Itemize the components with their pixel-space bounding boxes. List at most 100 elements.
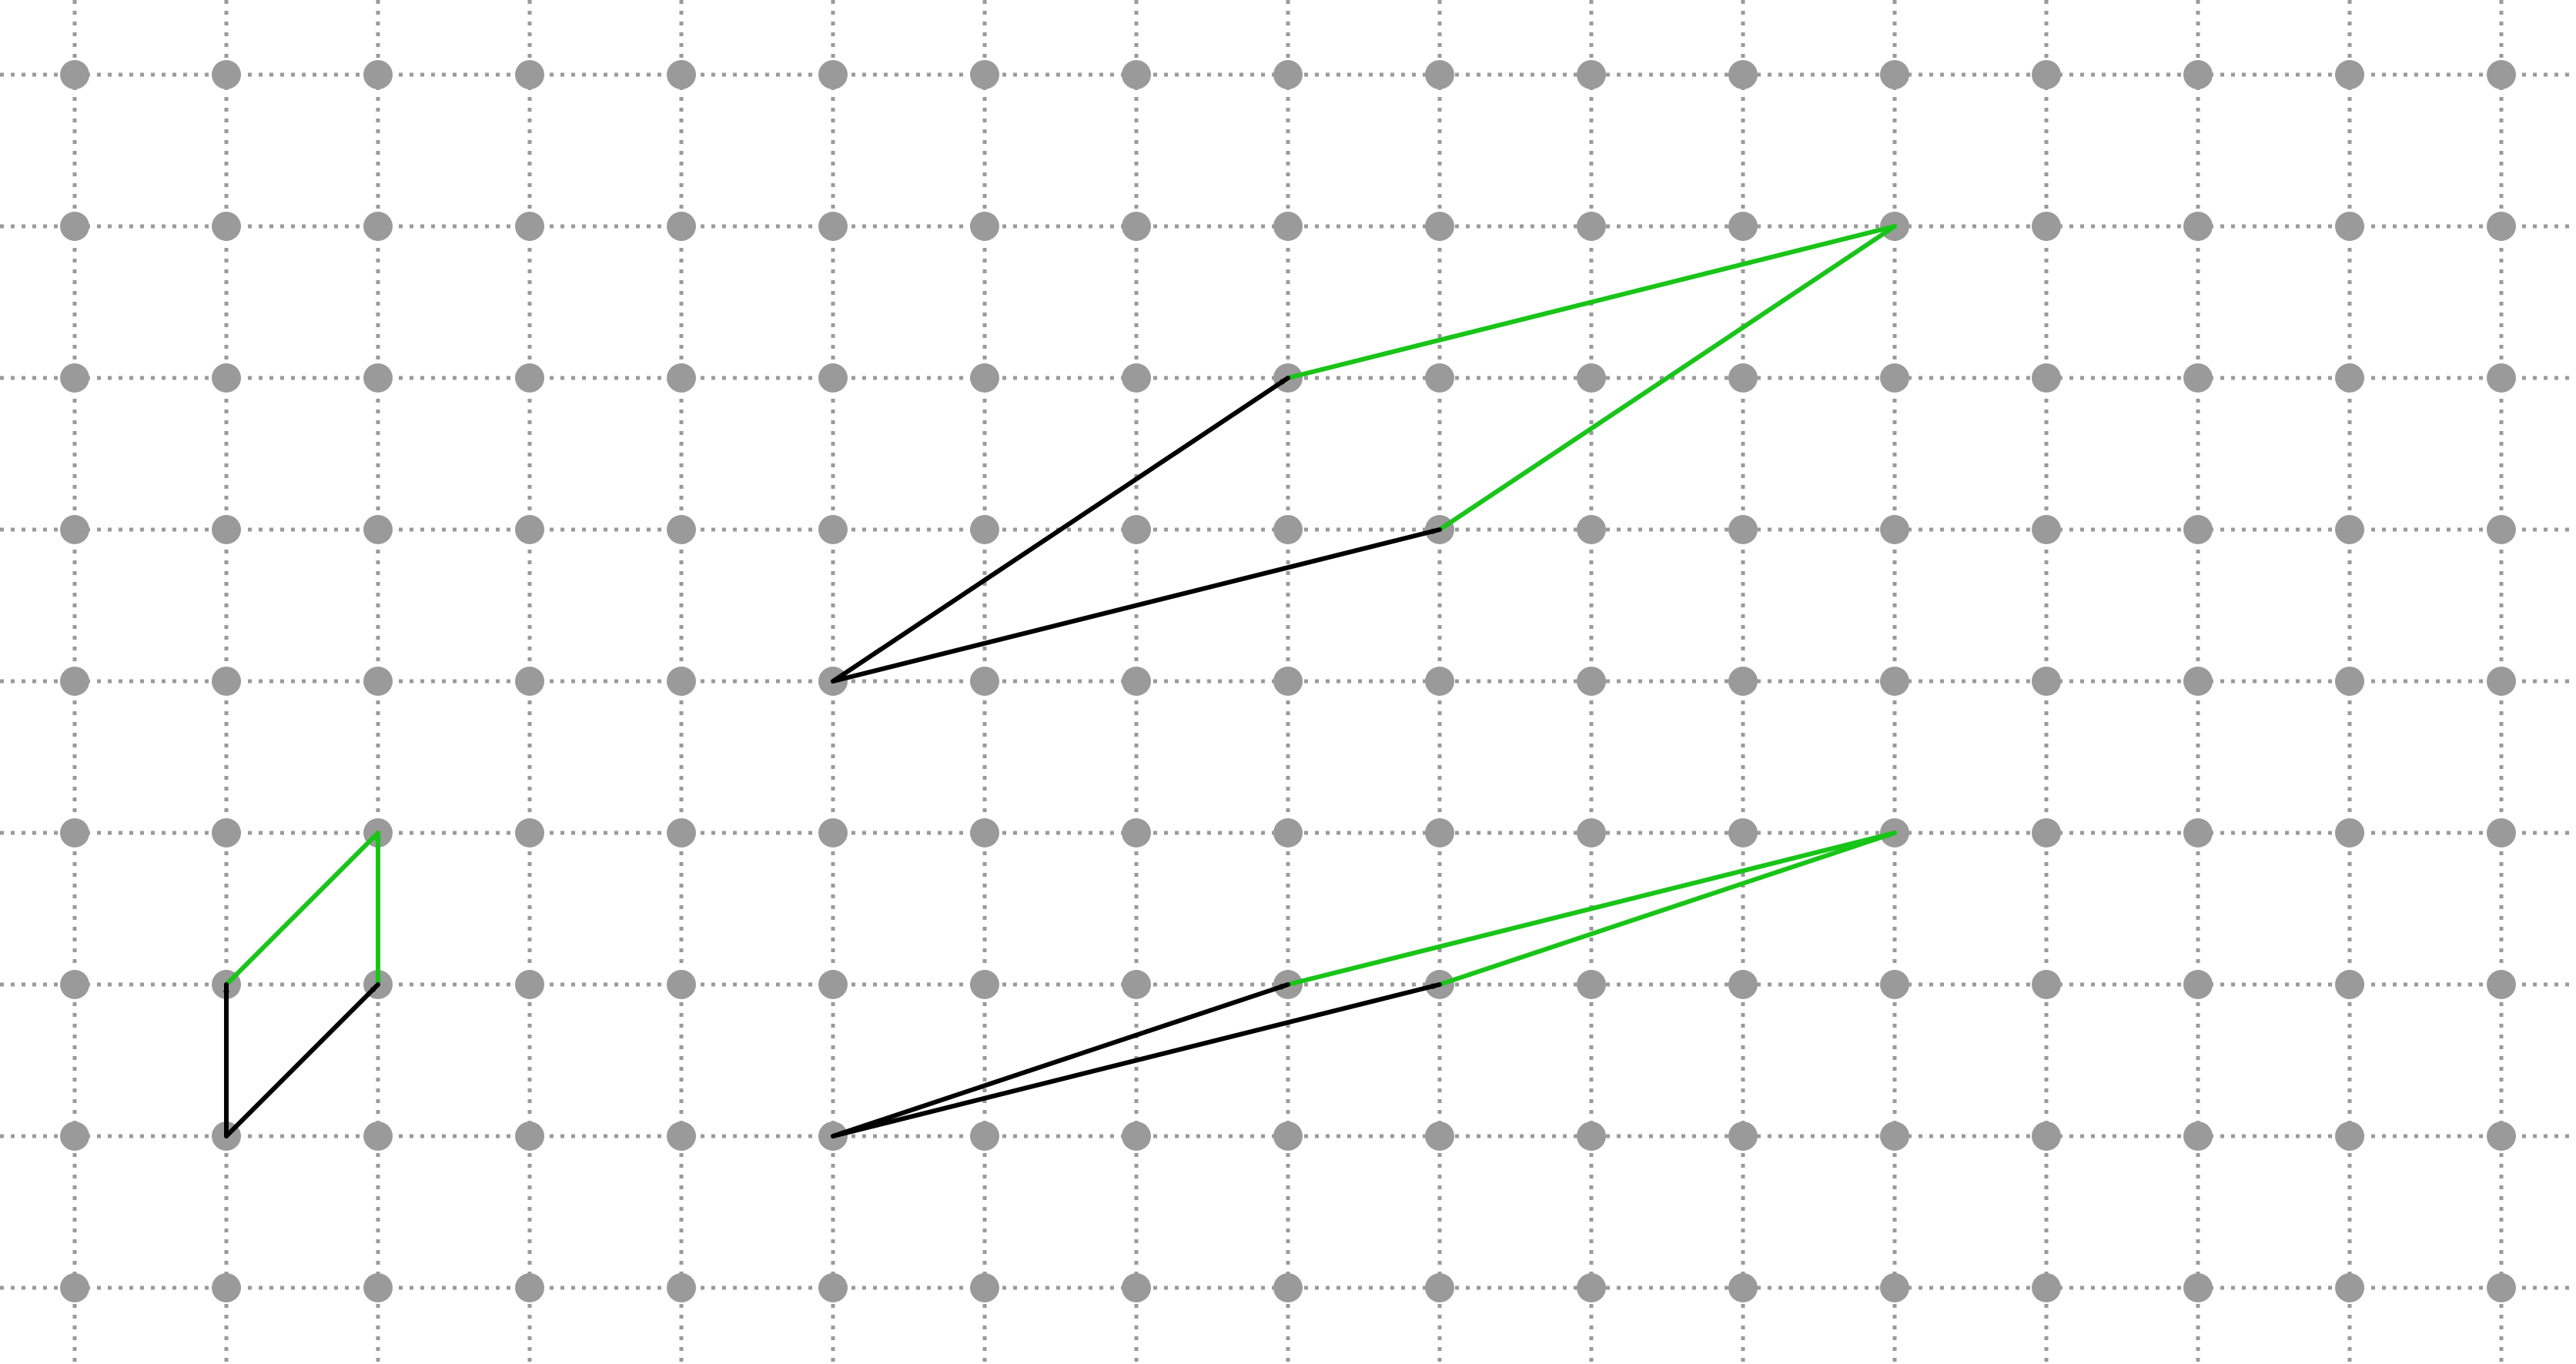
lattice-point <box>1880 1122 1909 1151</box>
lattice-point <box>515 363 544 393</box>
lattice-point <box>2487 60 2516 89</box>
lattice-point <box>1425 1122 1454 1151</box>
lattice-point <box>2335 818 2364 847</box>
lattice-point <box>970 970 999 999</box>
lattice-point <box>60 667 89 696</box>
lattice-point <box>1577 363 1606 393</box>
lattice-point <box>2032 515 2061 544</box>
lattice-point <box>1728 60 1758 89</box>
lattice-point <box>2032 363 2061 393</box>
lattice-point <box>667 212 696 241</box>
lattice-point <box>212 363 241 393</box>
lattice-point <box>515 212 544 241</box>
lattice-point <box>363 212 393 241</box>
lattice-point <box>818 60 848 89</box>
lattice-point <box>60 363 89 393</box>
lattice-point <box>2183 970 2213 999</box>
lattice-point <box>970 515 999 544</box>
lattice-point <box>970 212 999 241</box>
lower-parallelogram-sum-vector <box>1437 831 1897 987</box>
lattice-point <box>363 515 393 544</box>
lattice-point <box>667 363 696 393</box>
lattice-point <box>667 515 696 544</box>
lattice-point <box>2487 363 2516 393</box>
lattice-point <box>1880 515 1909 544</box>
lattice-point <box>667 1273 696 1302</box>
lattice-point <box>2183 212 2213 241</box>
lattice-point <box>2183 667 2213 696</box>
lattice-point <box>970 667 999 696</box>
upper-parallelogram-summand-vector <box>831 376 1290 684</box>
lattice-point <box>2183 818 2213 847</box>
lower-parallelogram-sum-vector <box>1286 831 1897 987</box>
lattice-point <box>60 212 89 241</box>
lattice-point <box>1425 60 1454 89</box>
lattice-point <box>2335 970 2364 999</box>
lattice-point <box>1122 212 1151 241</box>
lattice-point <box>818 363 848 393</box>
lattice-point <box>2487 970 2516 999</box>
lattice-point <box>2487 212 2516 241</box>
lattice-point <box>667 667 696 696</box>
vectors <box>223 224 1897 1138</box>
lattice-point <box>1880 60 1909 89</box>
lattice-point <box>1122 818 1151 847</box>
upper-parallelogram-summand-vector <box>831 527 1442 684</box>
lattice-point <box>1728 1273 1758 1302</box>
lattice-point <box>2335 1122 2364 1151</box>
lattice-point <box>60 818 89 847</box>
lattice-point <box>1880 970 1909 999</box>
lattice-point <box>60 60 89 89</box>
lattice-point <box>60 1273 89 1302</box>
lattice-point <box>2183 515 2213 544</box>
lattice-point <box>970 1122 999 1151</box>
upper-parallelogram-sum-vector <box>1437 224 1897 532</box>
lattice-point <box>1425 363 1454 393</box>
lattice-point <box>2032 212 2061 241</box>
lattice-point <box>515 818 544 847</box>
lattice-point <box>212 60 241 89</box>
lattice-point <box>515 1273 544 1302</box>
lattice-point <box>1425 818 1454 847</box>
lattice-point <box>2335 363 2364 393</box>
lattice-point <box>363 60 393 89</box>
lattice-point <box>2487 818 2516 847</box>
lattice-point <box>2032 818 2061 847</box>
lower-parallelogram-summand-vector <box>831 982 1442 1138</box>
lattice-point <box>2183 1273 2213 1302</box>
lattice-point <box>1122 363 1151 393</box>
lattice-point <box>1273 818 1303 847</box>
lattice-point <box>2032 667 2061 696</box>
lower-parallelogram-summand-vector <box>831 982 1290 1138</box>
lattice-point <box>2032 970 2061 999</box>
lattice-point <box>1425 667 1454 696</box>
lattice-point <box>1122 1273 1151 1302</box>
lattice-point <box>60 970 89 999</box>
lattice-point <box>1728 667 1758 696</box>
lattice-point <box>60 515 89 544</box>
lattice-point <box>970 818 999 847</box>
lattice-point <box>2183 1122 2213 1151</box>
lattice-point <box>1122 1122 1151 1151</box>
lattice-point <box>1273 667 1303 696</box>
lattice-point <box>667 1122 696 1151</box>
lattice-point <box>1728 970 1758 999</box>
lattice-point <box>1577 1273 1606 1302</box>
lattice-point <box>515 515 544 544</box>
lattice-point <box>1273 515 1303 544</box>
lattice-point <box>1577 818 1606 847</box>
lattice-point <box>1577 515 1606 544</box>
lattice-point <box>2487 515 2516 544</box>
lattice-point <box>2335 667 2364 696</box>
lattice-point <box>1577 667 1606 696</box>
lattice-point <box>60 1122 89 1151</box>
lattice-point <box>1880 363 1909 393</box>
lattice-point <box>970 363 999 393</box>
lattice-point <box>1273 1122 1303 1151</box>
lattice-point <box>1880 1273 1909 1302</box>
lattice-point <box>212 1273 241 1302</box>
lattice-point <box>2032 1122 2061 1151</box>
lattice-point <box>1425 1273 1454 1302</box>
